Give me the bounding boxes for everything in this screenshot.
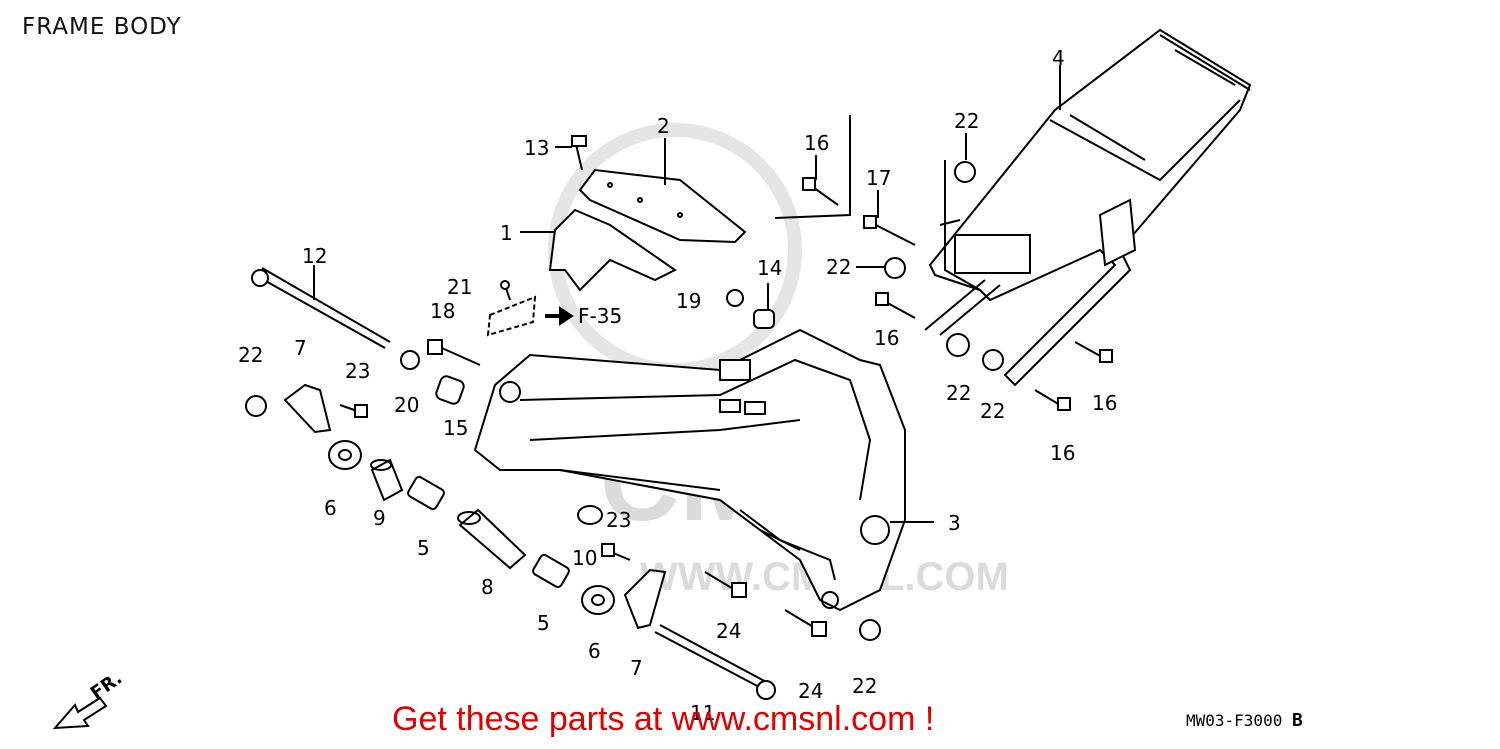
bracket-cover-part[interactable]	[548, 208, 677, 292]
long-bolt-11[interactable]	[654, 624, 776, 700]
callout-23a: 23	[345, 359, 370, 383]
callout-15: 15	[443, 416, 468, 440]
long-bolt-12[interactable]	[251, 267, 391, 349]
callout-6a: 6	[324, 496, 337, 520]
callout-4: 4	[1052, 46, 1065, 70]
callout-1: 1	[500, 221, 513, 245]
washer-group[interactable]	[400, 289, 744, 525]
adjust-bolt-5b[interactable]	[532, 553, 571, 589]
rubber-bush-6a[interactable]	[328, 440, 362, 470]
callout-3: 3	[948, 511, 961, 535]
callout-13: 13	[524, 136, 549, 160]
callout-16b: 16	[874, 326, 899, 350]
callout-22d: 22	[946, 381, 971, 405]
callout-19: 19	[676, 289, 701, 313]
callout-17: 17	[866, 166, 891, 190]
callout-18: 18	[430, 299, 455, 323]
callout-7b: 7	[630, 656, 643, 680]
callout-24b: 24	[798, 679, 823, 703]
callout-labels: 1 2 3 4 5 5 6 6 7 7 8 9 10 11 12 13 14 1…	[238, 46, 1117, 725]
bolt-group[interactable]	[339, 135, 1113, 637]
callout-22f: 22	[852, 674, 877, 698]
callout-2: 2	[657, 114, 670, 138]
callout-12: 12	[302, 244, 327, 268]
spring-15[interactable]	[435, 375, 466, 406]
front-indicator-label: FR.	[87, 668, 126, 704]
diagram-code: MW03-F3000 B	[1186, 710, 1303, 731]
collar-9[interactable]	[370, 458, 404, 502]
callout-16a: 16	[804, 131, 829, 155]
callout-5a: 5	[417, 536, 430, 560]
callout-6b: 6	[588, 639, 601, 663]
nut-22-group[interactable]	[245, 161, 1004, 641]
callout-10: 10	[572, 546, 597, 570]
seat-plate-part[interactable]	[578, 168, 747, 244]
plate-7a[interactable]	[283, 383, 332, 434]
leader-lines	[313, 65, 1061, 523]
spring-14[interactable]	[753, 309, 775, 329]
callout-11: 11	[690, 701, 715, 725]
callout-8: 8	[481, 575, 494, 599]
callout-22b: 22	[954, 109, 979, 133]
callout-21: 21	[447, 275, 472, 299]
adjust-bolt-5a[interactable]	[407, 475, 446, 511]
callout-22c: 22	[826, 255, 851, 279]
front-arrow-icon: FR.	[52, 668, 126, 730]
callout-14: 14	[757, 256, 782, 280]
main-frame-part[interactable]	[473, 328, 906, 612]
callout-7a: 7	[294, 336, 307, 360]
callout-16d: 16	[1050, 441, 1075, 465]
callout-5b: 5	[537, 611, 550, 635]
rear-subframe-part[interactable]	[924, 28, 1252, 387]
callout-22e: 22	[980, 399, 1005, 423]
pipe-spacer-8[interactable]	[457, 508, 527, 570]
reference-clip	[486, 295, 574, 337]
plate-7b[interactable]	[623, 568, 667, 630]
promo-link[interactable]: Get these parts at www.cmsnl.com !	[392, 700, 935, 738]
rubber-bush-6b[interactable]	[581, 585, 615, 615]
callout-16c: 16	[1092, 391, 1117, 415]
callout-24a: 24	[716, 619, 741, 643]
callout-20: 20	[394, 393, 419, 417]
reference-label: F-35	[578, 304, 622, 328]
page-title: FRAME BODY	[22, 14, 182, 40]
callout-22a: 22	[238, 343, 263, 367]
callout-9: 9	[373, 506, 386, 530]
callout-23b: 23	[606, 508, 631, 532]
